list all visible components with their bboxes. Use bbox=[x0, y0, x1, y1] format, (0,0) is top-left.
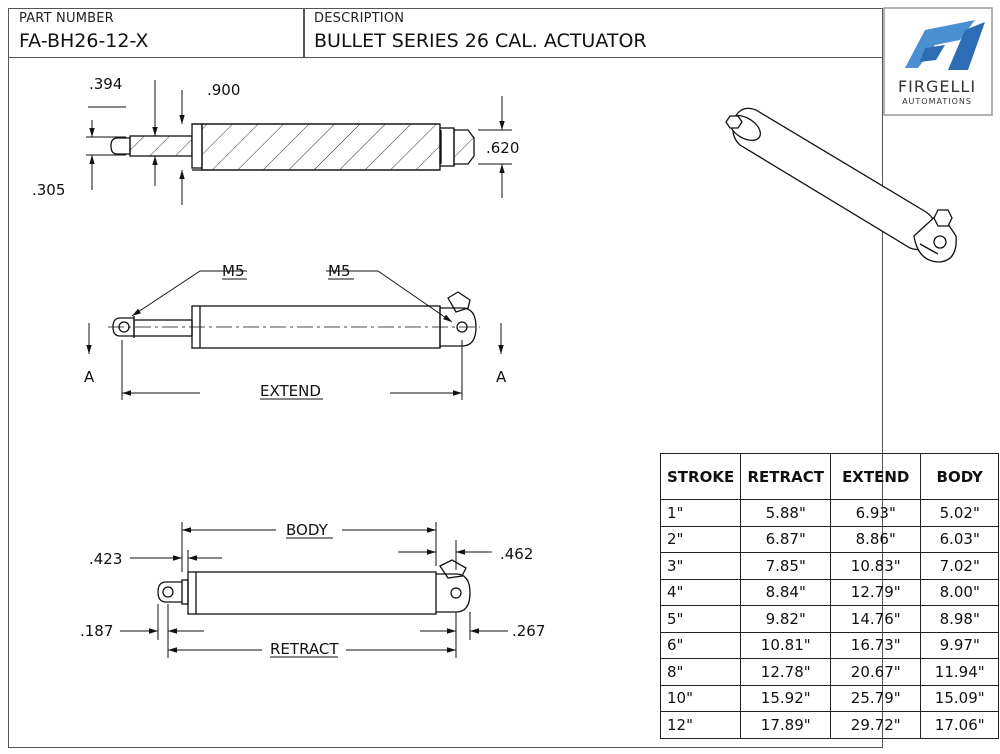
extend-cell: 10.83" bbox=[830, 552, 922, 580]
retract-cell: 15.92" bbox=[740, 684, 832, 712]
extend-label: EXTEND bbox=[260, 382, 321, 400]
table-row: 3"7.85"10.83"7.02" bbox=[659, 552, 1000, 580]
retract-label: RETRACT bbox=[270, 640, 339, 658]
header-stroke: STROKE bbox=[659, 453, 742, 500]
body-label: BODY bbox=[286, 521, 329, 539]
table-row: 4"8.84"12.79"8.00" bbox=[659, 578, 1000, 606]
section-view-dimensions bbox=[86, 80, 512, 205]
stroke-cell: 12" bbox=[659, 711, 742, 739]
extend-cell: 20.67" bbox=[830, 658, 922, 686]
retract-cell: 9.82" bbox=[740, 605, 832, 633]
retract-cell: 10.81" bbox=[740, 631, 832, 659]
body-cell: 9.97" bbox=[920, 631, 1000, 659]
body-cell: 7.02" bbox=[920, 552, 1000, 580]
extend-cell: 16.73" bbox=[830, 631, 922, 659]
dim-267: .267 bbox=[512, 622, 545, 640]
stroke-cell: 10" bbox=[659, 684, 742, 712]
extend-cell: 25.79" bbox=[830, 684, 922, 712]
extend-cell: 14.76" bbox=[830, 605, 922, 633]
stroke-cell: 1" bbox=[659, 499, 742, 527]
logo-frame bbox=[883, 7, 993, 116]
side-view-dimensions bbox=[86, 270, 504, 400]
table-row: 1"5.88"6.93"5.02" bbox=[659, 499, 1000, 527]
dim-423: .423 bbox=[89, 550, 122, 568]
spec-table-header: STROKE RETRACT EXTEND BODY bbox=[659, 453, 1000, 500]
body-cell: 8.00" bbox=[920, 578, 1000, 606]
retract-cell: 12.78" bbox=[740, 658, 832, 686]
header-extend: EXTEND bbox=[830, 453, 922, 500]
stroke-cell: 3" bbox=[659, 552, 742, 580]
dim-620: .620 bbox=[486, 139, 519, 157]
retracted-view bbox=[157, 559, 471, 615]
m5-right-label: M5 bbox=[328, 262, 351, 280]
description-box: DESCRIPTION BULLET SERIES 26 CAL. ACTUAT… bbox=[303, 8, 883, 58]
firgelli-logo: FIRGELLI AUTOMATIONS bbox=[883, 7, 993, 116]
body-cell: 5.02" bbox=[920, 499, 1000, 527]
body-cell: 11.94" bbox=[920, 658, 1000, 686]
table-row: 10"15.92"25.79"15.09" bbox=[659, 684, 1000, 712]
table-row: 8"12.78"20.67"11.94" bbox=[659, 658, 1000, 686]
body-cell: 17.06" bbox=[920, 711, 1000, 739]
table-row: 12"17.89"29.72"17.06" bbox=[659, 711, 1000, 739]
header-body: BODY bbox=[920, 453, 1000, 500]
extend-cell: 29.72" bbox=[830, 711, 922, 739]
extend-cell: 6.93" bbox=[830, 499, 922, 527]
retract-cell: 7.85" bbox=[740, 552, 832, 580]
stroke-cell: 5" bbox=[659, 605, 742, 633]
isometric-view bbox=[725, 107, 957, 263]
table-row: 2"6.87"8.86"6.03" bbox=[659, 525, 1000, 553]
body-cell: 8.98" bbox=[920, 605, 1000, 633]
extend-cell: 8.86" bbox=[830, 525, 922, 553]
section-a-left: A bbox=[84, 368, 95, 386]
part-number-value: FA-BH26-12-X bbox=[19, 30, 149, 52]
body-cell: 6.03" bbox=[920, 525, 1000, 553]
dim-187: .187 bbox=[80, 622, 113, 640]
stroke-cell: 2" bbox=[659, 525, 742, 553]
description-label: DESCRIPTION bbox=[314, 11, 405, 26]
stroke-cell: 4" bbox=[659, 578, 742, 606]
part-number-box: PART NUMBER FA-BH26-12-X bbox=[8, 8, 305, 58]
part-number-label: PART NUMBER bbox=[19, 11, 114, 26]
table-row: 6"10.81"16.73"9.97" bbox=[659, 631, 1000, 659]
dim-305: .305 bbox=[32, 181, 65, 199]
description-value: BULLET SERIES 26 CAL. ACTUATOR bbox=[314, 30, 647, 52]
dim-900: .900 bbox=[207, 81, 240, 99]
side-view bbox=[108, 291, 480, 349]
section-a-right: A bbox=[496, 368, 507, 386]
m5-left-label: M5 bbox=[222, 262, 245, 280]
section-view bbox=[110, 123, 475, 171]
retract-cell: 6.87" bbox=[740, 525, 832, 553]
dim-394: .394 bbox=[89, 75, 122, 93]
body-cell: 15.09" bbox=[920, 684, 1000, 712]
retract-cell: 5.88" bbox=[740, 499, 832, 527]
retract-cell: 17.89" bbox=[740, 711, 832, 739]
stroke-cell: 8" bbox=[659, 658, 742, 686]
logo-name: FIRGELLI bbox=[898, 77, 976, 96]
spec-table: STROKE RETRACT EXTEND BODY 1"5.88"6.93"5… bbox=[659, 453, 1000, 739]
drawing-frame bbox=[8, 58, 883, 748]
table-row: 5"9.82"14.76"8.98" bbox=[659, 605, 1000, 633]
header-retract: RETRACT bbox=[740, 453, 832, 500]
extend-cell: 12.79" bbox=[830, 578, 922, 606]
stroke-cell: 6" bbox=[659, 631, 742, 659]
dim-462: .462 bbox=[500, 545, 533, 563]
firgelli-logo-icon bbox=[905, 20, 985, 70]
retracted-view-dimensions bbox=[120, 522, 508, 658]
retract-cell: 8.84" bbox=[740, 578, 832, 606]
logo-tagline: AUTOMATIONS bbox=[902, 97, 972, 106]
